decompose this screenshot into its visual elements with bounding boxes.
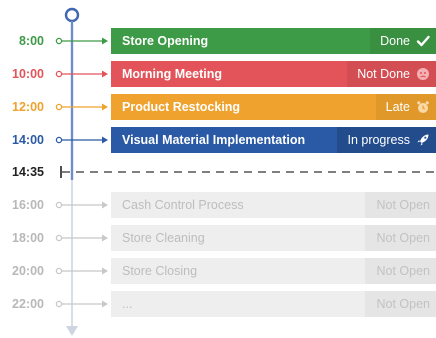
time-label: 18:00 bbox=[12, 231, 44, 245]
connector-dot-icon bbox=[55, 70, 63, 78]
alarm-clock-icon bbox=[416, 100, 430, 114]
connector-arrow-icon bbox=[102, 136, 108, 144]
connector-dot-icon bbox=[55, 300, 63, 308]
time-label: 20:00 bbox=[12, 264, 44, 278]
task-status-label: In progress bbox=[347, 133, 410, 147]
task-title: Product Restocking bbox=[122, 100, 241, 114]
task-title: Cash Control Process bbox=[122, 198, 244, 212]
time-label: 8:00 bbox=[18, 34, 44, 48]
task-title: Store Closing bbox=[122, 264, 198, 278]
task-status-badge: In progress bbox=[337, 127, 436, 153]
task-card[interactable]: Store Opening Done bbox=[111, 28, 436, 54]
task-card[interactable]: Product Restocking Late bbox=[111, 94, 436, 120]
task-status-badge: Not Open bbox=[365, 225, 436, 251]
time-label: 10:00 bbox=[12, 67, 44, 81]
sad-face-icon bbox=[416, 67, 430, 81]
task-card[interactable]: Store Cleaning Not Open bbox=[111, 225, 436, 251]
task-status-label: Done bbox=[380, 34, 410, 48]
task-card[interactable]: Visual Material Implementation In progres… bbox=[111, 127, 436, 153]
task-status-badge: Not Done bbox=[347, 61, 436, 87]
task-status-badge: Not Open bbox=[365, 291, 436, 317]
task-title: Store Cleaning bbox=[122, 231, 205, 245]
connector-dot-icon bbox=[55, 136, 63, 144]
task-card[interactable]: Cash Control Process Not Open bbox=[111, 192, 436, 218]
timeline-start-icon bbox=[64, 7, 80, 23]
task-status-badge: Not Open bbox=[365, 258, 436, 284]
task-status-label: Not Done bbox=[357, 67, 410, 81]
task-card[interactable]: ... Not Open bbox=[111, 291, 436, 317]
time-label: 14:00 bbox=[12, 133, 44, 147]
connector-dot-icon bbox=[55, 103, 63, 111]
connector-dot-icon bbox=[55, 201, 63, 209]
connector-dot-icon bbox=[55, 234, 63, 242]
time-label: 12:00 bbox=[12, 100, 44, 114]
connector-arrow-icon bbox=[102, 267, 108, 275]
check-icon bbox=[416, 34, 430, 48]
task-status-badge: Done bbox=[370, 28, 436, 54]
task-status-label: Not Open bbox=[376, 297, 430, 311]
task-status-label: Not Open bbox=[376, 198, 430, 212]
task-title: ... bbox=[122, 297, 133, 311]
task-status-label: Not Open bbox=[376, 264, 430, 278]
time-label: 16:00 bbox=[12, 198, 44, 212]
task-status-badge: Late bbox=[375, 94, 436, 120]
connector-arrow-icon bbox=[102, 103, 108, 111]
connector-arrow-icon bbox=[102, 234, 108, 242]
connector-dot-icon bbox=[55, 37, 63, 45]
rocket-icon bbox=[416, 133, 430, 147]
timeline-end-arrow-icon bbox=[66, 326, 78, 336]
task-title: Morning Meeting bbox=[122, 67, 222, 81]
current-time: 14:35 bbox=[12, 165, 44, 179]
connector-arrow-icon bbox=[102, 70, 108, 78]
task-card[interactable]: Store Closing Not Open bbox=[111, 258, 436, 284]
task-status-badge: Not Open bbox=[365, 192, 436, 218]
task-title: Visual Material Implementation bbox=[122, 133, 306, 147]
connector-dot-icon bbox=[55, 267, 63, 275]
task-card[interactable]: Morning Meeting Not Done bbox=[111, 61, 436, 87]
task-status-label: Not Open bbox=[376, 231, 430, 245]
task-title: Store Opening bbox=[122, 34, 209, 48]
connector-arrow-icon bbox=[102, 201, 108, 209]
time-label: 22:00 bbox=[12, 297, 44, 311]
connector-arrow-icon bbox=[102, 37, 108, 45]
task-status-label: Late bbox=[385, 100, 410, 114]
connector-arrow-icon bbox=[102, 300, 108, 308]
